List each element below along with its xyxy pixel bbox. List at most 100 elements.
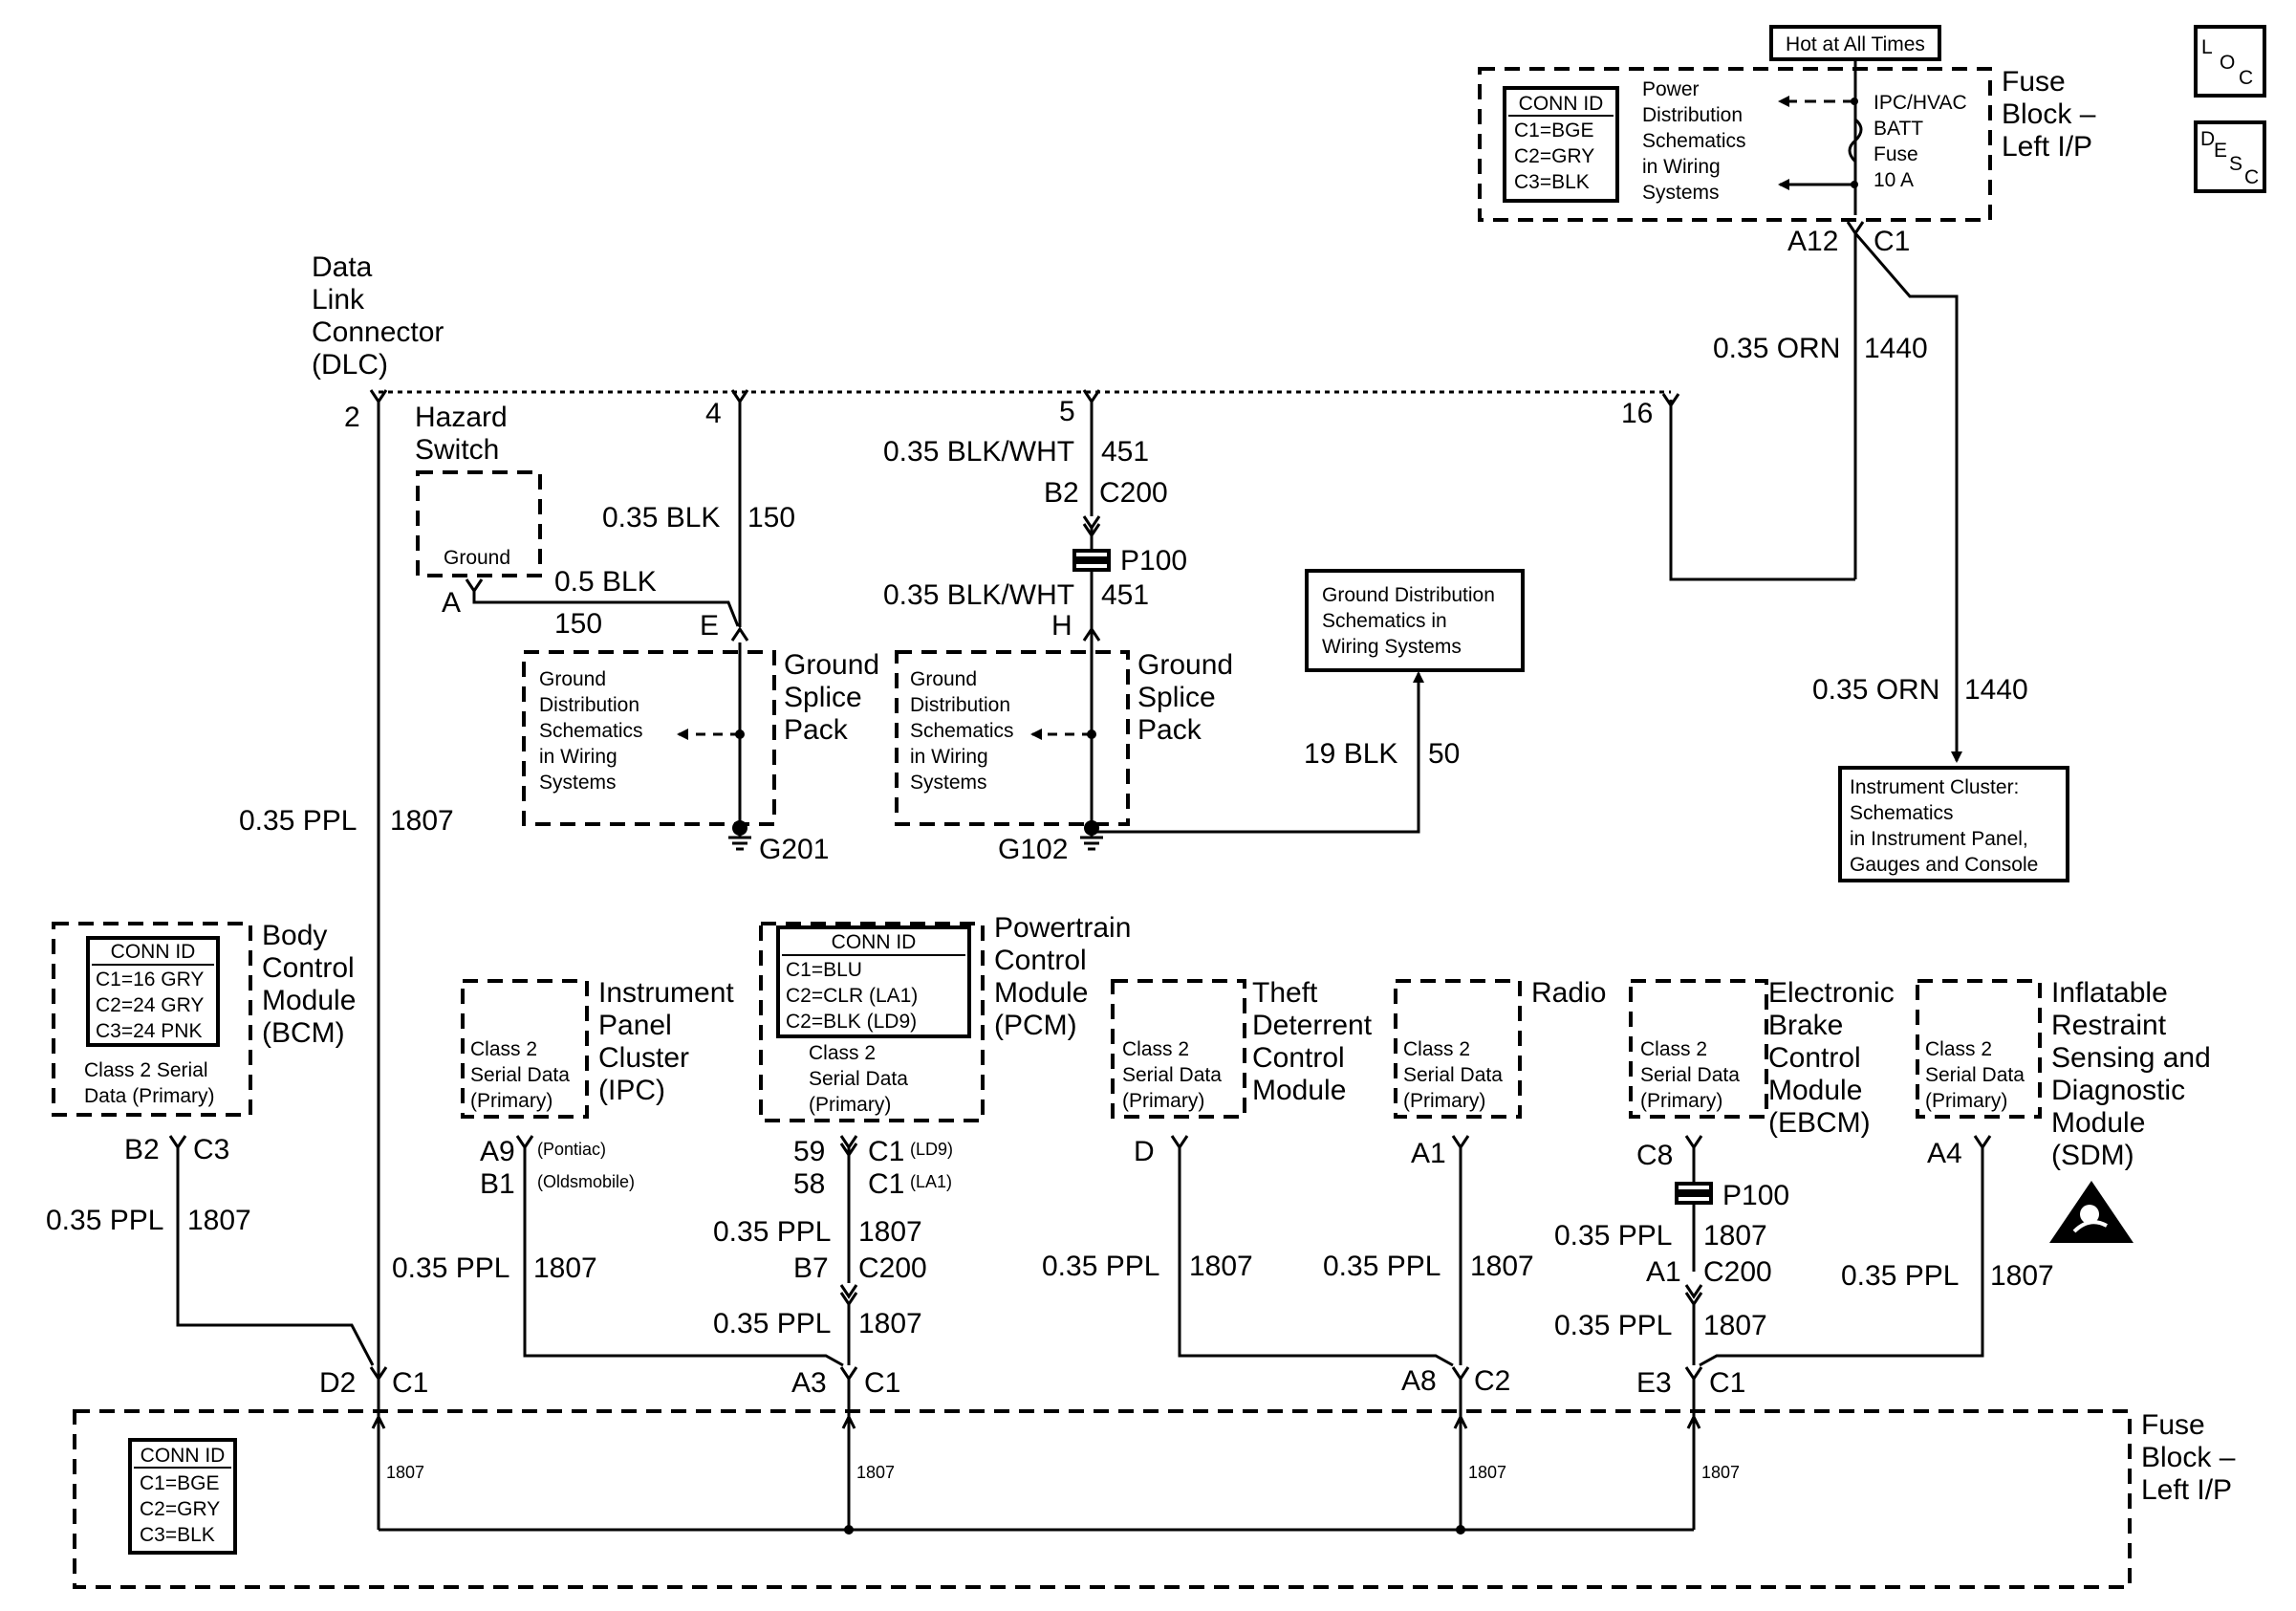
svg-text:10 A: 10 A (1874, 169, 1914, 191)
svg-text:Ground: Ground (444, 547, 510, 569)
svg-text:CONN ID: CONN ID (1519, 93, 1604, 115)
svg-text:Schematics: Schematics (539, 720, 643, 742)
svg-text:Radio: Radio (1531, 977, 1606, 1009)
svg-text:C1: C1 (868, 1136, 904, 1167)
loc-icon[interactable]: L O C (2194, 25, 2266, 98)
svg-text:A12: A12 (1787, 226, 1838, 257)
connector-a8-c2 (1451, 1366, 1470, 1382)
conn-id-box-top (1503, 86, 1619, 203)
svg-text:P100: P100 (1722, 1180, 1789, 1211)
svg-text:C2=24 GRY: C2=24 GRY (96, 994, 204, 1016)
svg-text:Left I/P: Left I/P (2002, 131, 2092, 163)
svg-text:Systems: Systems (1642, 182, 1720, 204)
svg-text:Pack: Pack (784, 714, 849, 746)
svg-text:(Primary): (Primary) (470, 1090, 552, 1112)
svg-text:A1: A1 (1411, 1138, 1446, 1169)
svg-text:Connector: Connector (312, 316, 444, 348)
svg-text:Ground: Ground (539, 668, 606, 690)
sdm-ppl-1807-wire (1699, 1147, 1984, 1367)
svg-text:C1=BGE: C1=BGE (1514, 120, 1593, 142)
ipc-ppl-1807-wire (523, 1147, 844, 1367)
svg-text:C: C (2244, 166, 2259, 188)
svg-text:Class 2: Class 2 (1403, 1038, 1470, 1060)
svg-text:Brake: Brake (1768, 1010, 1843, 1041)
svg-text:Fuse: Fuse (1874, 143, 1918, 165)
svg-text:A4: A4 (1927, 1138, 1962, 1169)
svg-text:Inflatable: Inflatable (2051, 977, 2168, 1009)
svg-text:Left I/P: Left I/P (2141, 1474, 2232, 1506)
svg-text:Fuse: Fuse (2002, 66, 2066, 98)
svg-text:Serial Data: Serial Data (1640, 1064, 1740, 1086)
svg-text:Instrument: Instrument (598, 977, 734, 1009)
svg-text:A1: A1 (1646, 1256, 1681, 1288)
svg-text:Instrument Cluster:: Instrument Cluster: (1850, 776, 2019, 798)
ebcm-module: Class 2 Serial Data (Primary) Electronic… (1629, 977, 1895, 1139)
sdm-module: Class 2 Serial Data (Primary) Inflatable… (1916, 977, 2211, 1171)
svg-text:0.35 PPL: 0.35 PPL (1554, 1220, 1672, 1252)
svg-text:150: 150 (747, 502, 795, 533)
svg-text:Control: Control (262, 952, 355, 984)
svg-text:Hazard: Hazard (415, 402, 508, 433)
svg-text:Schematics: Schematics (1850, 802, 1954, 824)
svg-text:C1=BLU: C1=BLU (786, 959, 862, 981)
svg-text:Ground Distribution: Ground Distribution (1322, 584, 1495, 606)
svg-text:Schematics: Schematics (910, 720, 1014, 742)
fuse-block-bottom: CONN ID C1=BGE C2=GRY C3=BLK Fuse Block … (73, 1409, 2236, 1589)
svg-text:(LA1): (LA1) (910, 1172, 952, 1191)
svg-text:B2: B2 (1044, 477, 1079, 509)
svg-text:Splice: Splice (1137, 682, 1216, 713)
svg-text:P100: P100 (1120, 545, 1187, 577)
connector-e3-c1 (1684, 1366, 1703, 1382)
svg-text:(Primary): (Primary) (1122, 1090, 1204, 1112)
orn-1440-to-ipc-wire (1853, 232, 1959, 746)
svg-text:0.35 BLK/WHT: 0.35 BLK/WHT (883, 579, 1074, 611)
svg-text:1807: 1807 (1703, 1310, 1767, 1341)
svg-text:1807: 1807 (858, 1216, 922, 1248)
svg-text:L: L (2201, 36, 2213, 58)
svg-text:Powertrain: Powertrain (994, 912, 1131, 944)
bcm-ppl-1807-wire (176, 1147, 375, 1366)
svg-text:B1: B1 (480, 1168, 515, 1200)
svg-text:Distribution: Distribution (910, 694, 1010, 716)
svg-text:Module: Module (1252, 1075, 1346, 1106)
svg-text:Class 2 Serial: Class 2 Serial (84, 1059, 208, 1081)
fuse-block-top: CONN ID C1=BGE C2=GRY C3=BLK Power Distr… (1478, 66, 2096, 222)
desc-icon[interactable]: D E S C (2194, 120, 2266, 193)
svg-text:G102: G102 (998, 834, 1068, 865)
svg-text:CONN ID: CONN ID (832, 931, 917, 953)
svg-text:5: 5 (1059, 396, 1075, 427)
svg-text:0.35 PPL: 0.35 PPL (1323, 1251, 1440, 1282)
svg-text:1807: 1807 (856, 1463, 895, 1482)
svg-text:C1: C1 (1709, 1367, 1745, 1399)
serial-data-bus: 1807 1807 1807 1807 (371, 1379, 1740, 1535)
svg-text:C3=BLK: C3=BLK (140, 1524, 215, 1546)
svg-text:(BCM): (BCM) (262, 1017, 345, 1049)
p100-connector-bottom (1675, 1182, 1713, 1205)
svg-text:(Primary): (Primary) (809, 1094, 891, 1116)
instrument-cluster-ref-box: Instrument Cluster: Schematics in Instru… (1838, 766, 2069, 882)
bcm-module: CONN ID C1=16 GRY C2=24 GRY C3=24 PNK Cl… (52, 920, 356, 1117)
svg-text:Wiring Systems: Wiring Systems (1322, 636, 1462, 658)
svg-text:C1: C1 (1874, 226, 1910, 257)
svg-text:150: 150 (554, 608, 602, 640)
pcm-module: CONN ID C1=BLU C2=CLR (LA1) C2=BLK (LD9)… (759, 912, 1131, 1122)
svg-text:Pack: Pack (1137, 714, 1202, 746)
svg-text:C8: C8 (1636, 1140, 1673, 1171)
svg-text:Systems: Systems (910, 772, 987, 794)
svg-text:Control: Control (1252, 1042, 1345, 1074)
svg-text:Module: Module (1768, 1075, 1862, 1106)
svg-text:A9: A9 (480, 1136, 515, 1167)
hazard-ground-wire (472, 591, 740, 627)
svg-text:Module: Module (994, 977, 1088, 1009)
svg-text:B7: B7 (793, 1252, 829, 1284)
svg-text:2: 2 (344, 402, 360, 433)
svg-text:1807: 1807 (1189, 1251, 1253, 1282)
svg-text:Link: Link (312, 284, 365, 316)
svg-text:Sensing and: Sensing and (2051, 1042, 2211, 1074)
svg-text:Gauges and Console: Gauges and Console (1850, 854, 2038, 876)
svg-text:Module: Module (262, 985, 356, 1016)
svg-text:0.35 PPL: 0.35 PPL (46, 1205, 163, 1236)
svg-text:O: O (2220, 52, 2235, 74)
svg-text:0.35 PPL: 0.35 PPL (713, 1216, 831, 1248)
